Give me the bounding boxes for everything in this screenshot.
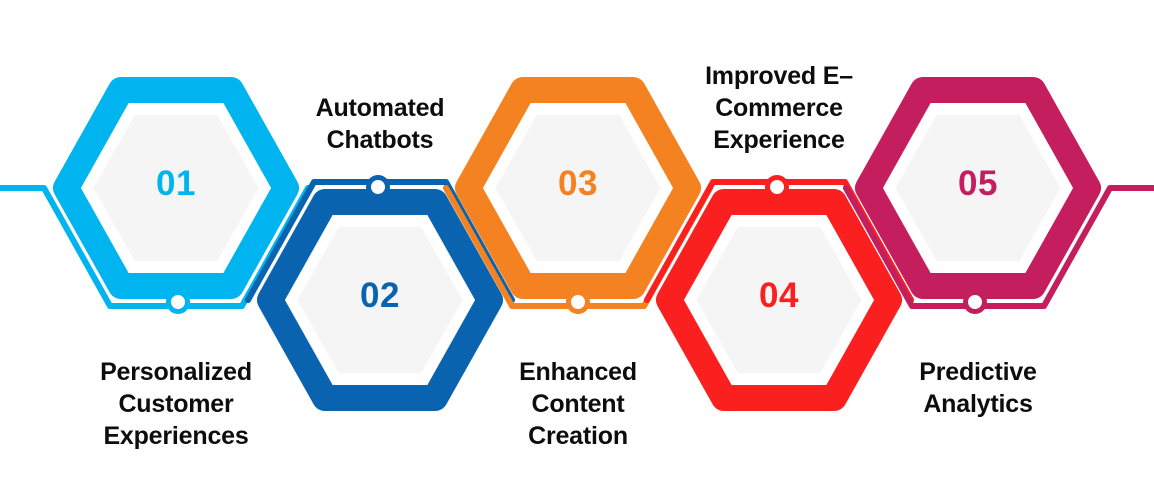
step-label-01: Personalized Customer Experiences	[100, 358, 252, 450]
milestone-dot-03[interactable]	[566, 290, 590, 314]
hexagon-number-04: 04	[759, 276, 799, 315]
milestone-dot-04[interactable]	[765, 175, 789, 199]
milestone-dot-01[interactable]	[166, 290, 190, 314]
hexagon-layer	[53, 77, 1101, 411]
step-label-04: Improved E– Commerce Experience	[705, 62, 853, 154]
hexagon-fill-04	[690, 221, 868, 379]
step-label-03: Enhanced Content Creation	[519, 358, 637, 450]
hexagon-ring-03[interactable]	[455, 77, 701, 299]
hexagon-ring-01[interactable]	[53, 77, 299, 299]
hexagon-fill-03	[489, 109, 667, 267]
step-label-02: Automated Chatbots	[315, 94, 445, 154]
step-label-05: Predictive Analytics	[919, 358, 1037, 418]
milestone-dot-02[interactable]	[366, 175, 390, 199]
hexagon-number-01: 01	[156, 164, 196, 203]
hexagon-fill-05	[889, 109, 1067, 267]
milestone-dot-layer	[166, 175, 987, 314]
hexagon-fill-01	[87, 109, 265, 267]
milestone-dot-05[interactable]	[963, 290, 987, 314]
hexagon-ring-02[interactable]	[257, 189, 503, 411]
hexagon-number-05: 05	[958, 164, 998, 203]
hexagon-ring-04[interactable]	[656, 189, 902, 411]
hexagon-number-03: 03	[558, 164, 598, 203]
hexagon-number-02: 02	[360, 276, 400, 315]
hexagon-ring-05[interactable]	[855, 77, 1101, 299]
hexagon-fill-02	[291, 221, 469, 379]
